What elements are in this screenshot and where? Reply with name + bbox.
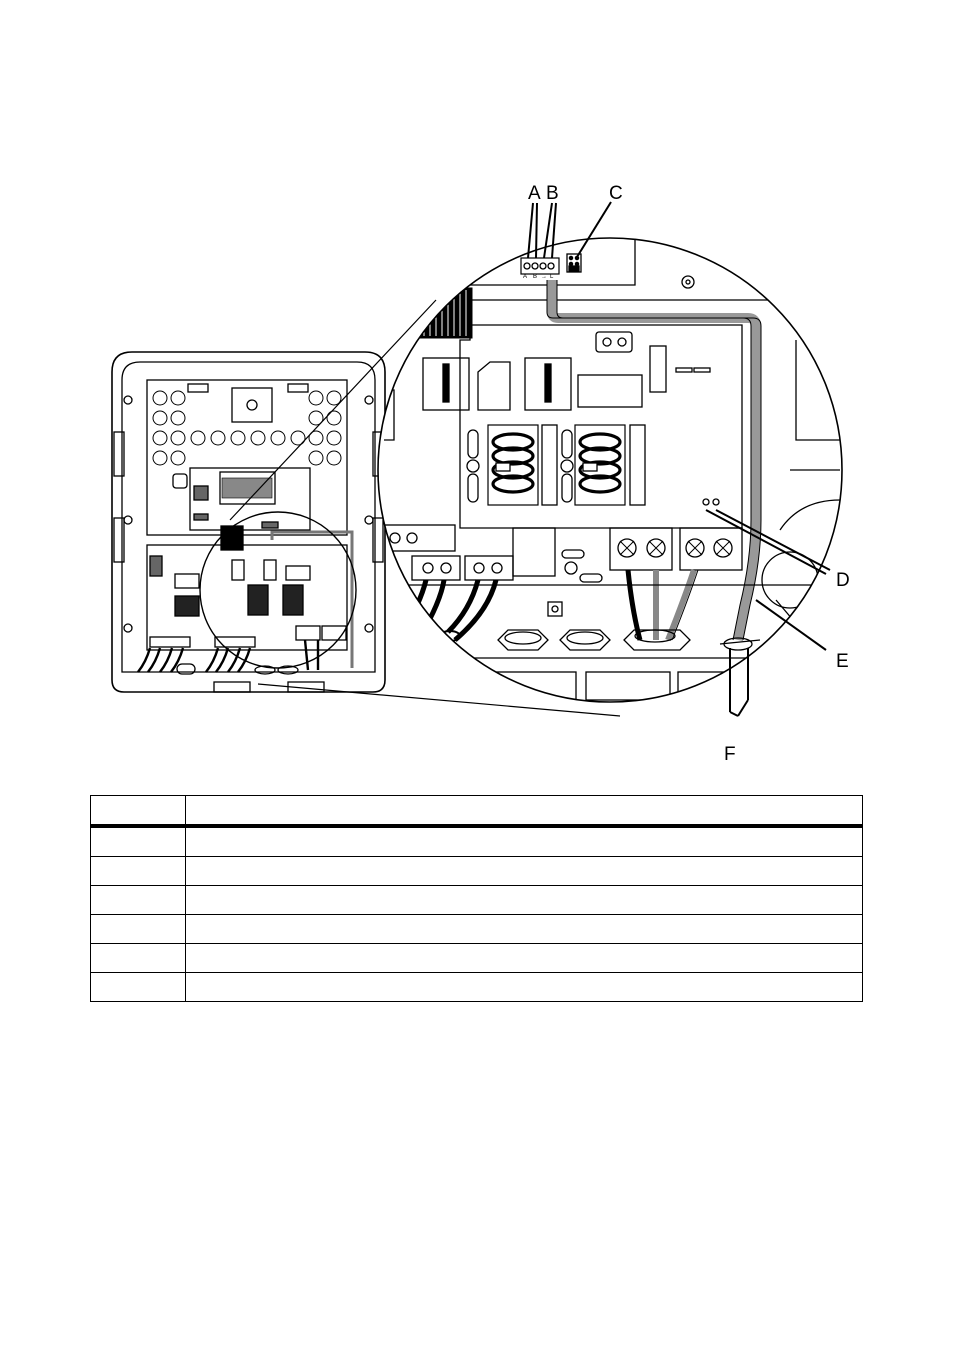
row-position [90, 972, 186, 1002]
row-description [185, 972, 863, 1002]
callout-c: C [609, 183, 623, 204]
callout-a: A [528, 183, 541, 204]
table-row [90, 885, 863, 915]
terminal-mark-ground: → [541, 274, 547, 280]
row-position [90, 885, 186, 915]
header-description [185, 795, 863, 828]
table-row [90, 943, 863, 973]
row-description [185, 943, 863, 973]
enclosure-overview [111, 351, 386, 693]
row-position [90, 943, 186, 973]
table-row [90, 856, 863, 886]
row-description [185, 885, 863, 915]
table-header-row [90, 795, 863, 828]
row-position [90, 856, 186, 886]
wiring-figure: A B C D E F A B → L [111, 183, 850, 765]
callout-b: B [546, 183, 559, 204]
row-description [185, 856, 863, 886]
row-position [90, 914, 186, 944]
callout-d: D [836, 570, 850, 591]
device-illustration [111, 201, 843, 717]
legend-table [90, 795, 863, 1002]
row-description [185, 914, 863, 944]
terminal-mark-b: B [533, 274, 538, 280]
table-row [90, 825, 863, 857]
callout-e: E [836, 651, 849, 672]
zoom-detail [378, 238, 842, 702]
callout-f: F [724, 744, 736, 765]
table-row [90, 914, 863, 944]
header-position [90, 795, 186, 828]
row-position [90, 825, 186, 857]
row-description [185, 825, 863, 857]
terminal-mark-l: L [550, 274, 554, 280]
table-row [90, 972, 863, 1002]
terminal-mark-a: A [523, 274, 530, 280]
